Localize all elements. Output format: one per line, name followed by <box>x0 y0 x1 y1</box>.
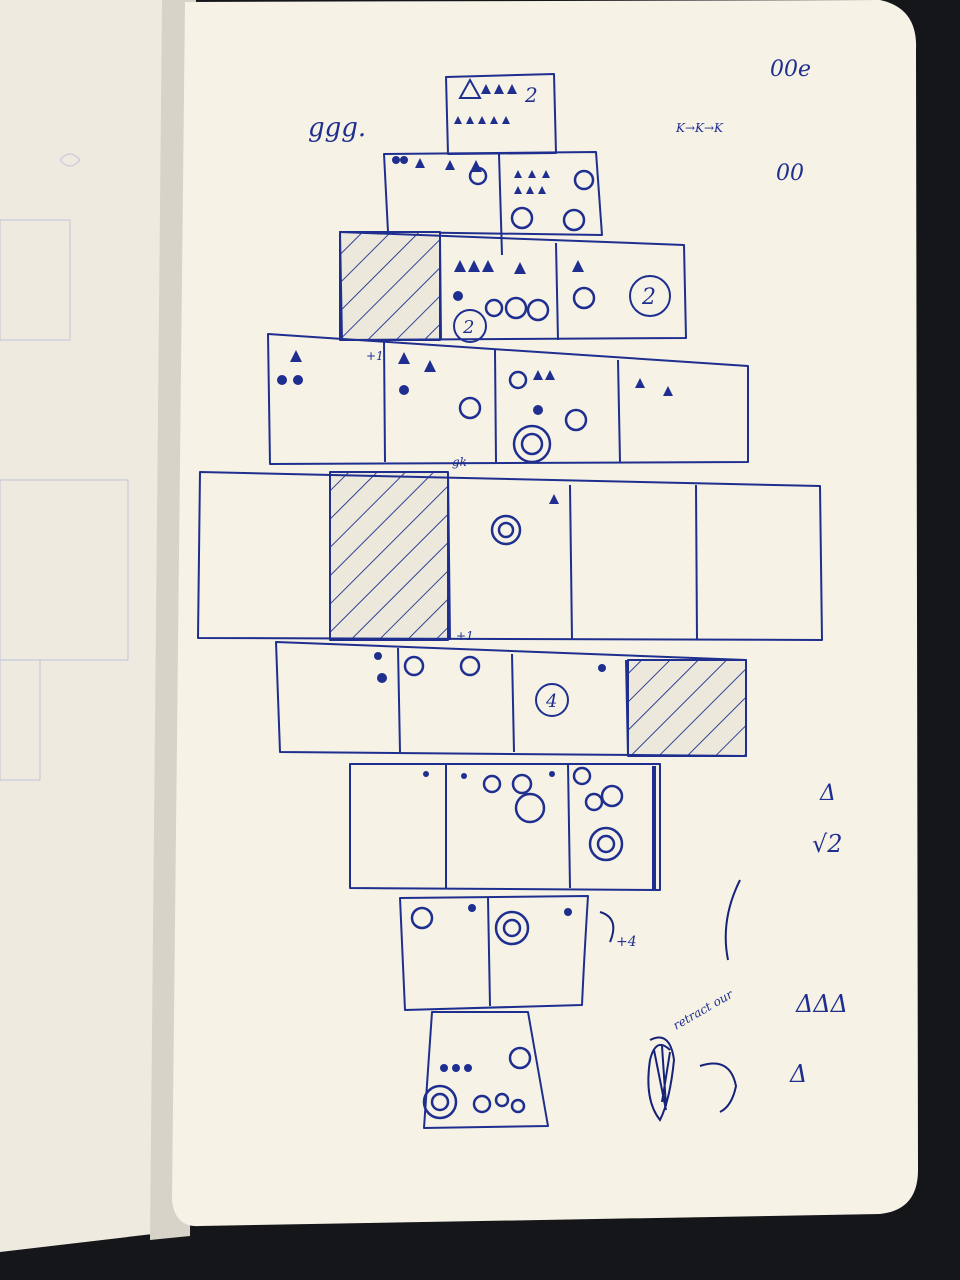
left-page-faint-lines <box>0 153 129 781</box>
row-8-outline <box>399 895 589 1011</box>
row-6-divider-b <box>511 653 515 753</box>
note-tile-2c: 2 <box>462 317 474 338</box>
note-tile-2a: 2 <box>524 83 538 107</box>
row-6-divider-a <box>397 647 401 753</box>
note-marker-b: gk <box>452 455 467 469</box>
row-4-divider-a <box>383 339 386 463</box>
row-8-divider <box>487 897 491 1007</box>
note-top-right-b: 00 <box>776 161 804 186</box>
row-3-divider-b <box>555 242 559 341</box>
note-top-right-a: 00e <box>770 57 811 82</box>
row-6-hatched-cell <box>627 659 747 757</box>
row-5-outline <box>197 471 823 641</box>
row-3-outline <box>339 231 687 341</box>
row-2-outline <box>383 151 603 236</box>
note-flow-label: K→K→K <box>675 121 724 135</box>
dot-tokens <box>277 156 606 1072</box>
note-marker-d: +4 <box>616 934 637 950</box>
note-margin-tri-a: Δ <box>819 781 836 806</box>
note-top-left: ggg. <box>308 113 366 143</box>
triangle-tokens <box>290 77 673 504</box>
scribbles <box>599 879 741 1122</box>
row-4-divider-b <box>494 349 497 463</box>
note-tile-2b: 2 <box>641 285 656 310</box>
note-tile-4: 4 <box>545 691 557 712</box>
circle-tokens <box>403 166 624 1120</box>
row-5-divider-b <box>447 471 451 641</box>
note-marker-a: +1 <box>366 349 384 363</box>
row-4-outline <box>267 333 749 465</box>
row-5-divider-c <box>569 484 573 641</box>
left-page <box>0 0 175 1252</box>
row-5-hatched-cell <box>329 471 449 641</box>
row-3-hatched-cell <box>339 231 441 341</box>
note-margin-sqrt: √2 <box>812 830 843 858</box>
right-page <box>172 0 918 1227</box>
note-marker-c: +1 <box>456 629 474 643</box>
note-margin-tri-b: ΔΔΔ <box>795 990 848 1018</box>
row-4-divider-c <box>617 359 621 463</box>
note-margin-tri-c: Δ <box>789 1060 807 1088</box>
row-6-divider-c <box>625 659 629 757</box>
level-grid <box>197 73 823 1129</box>
numbered-circles <box>453 275 671 717</box>
row-6-outline <box>275 641 747 757</box>
row-9-outline <box>423 1011 549 1129</box>
row-3-divider-a <box>439 237 442 341</box>
row-7-divider-b <box>567 763 571 889</box>
row-7-outline <box>349 763 661 891</box>
row-5-divider-d <box>695 484 698 641</box>
